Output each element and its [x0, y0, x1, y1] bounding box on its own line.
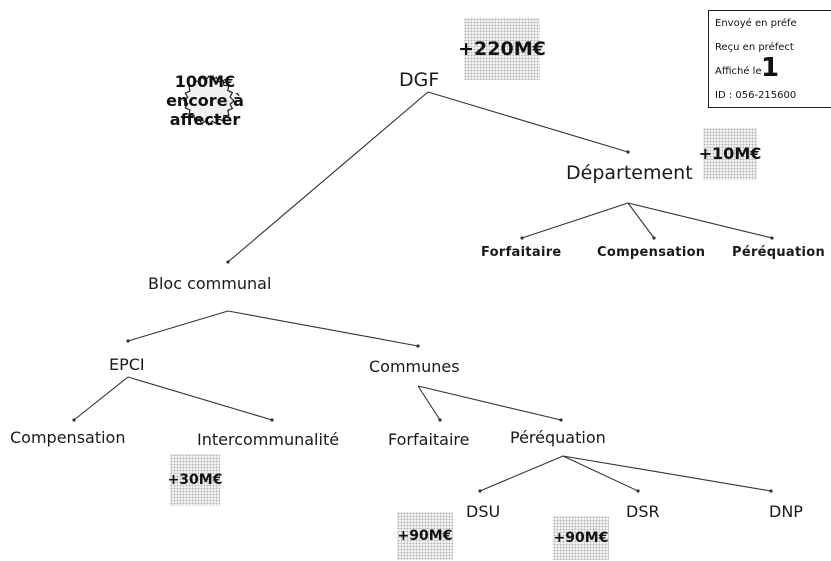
node-epci: EPCI — [109, 355, 145, 374]
amount-dgf: +220M€ — [458, 18, 546, 80]
node-departement: Département — [566, 162, 693, 184]
stamp-date-value: 1 — [761, 53, 780, 83]
edge-bloc-communes — [227, 310, 419, 347]
node-intercommunalite: Intercommunalité — [197, 430, 340, 449]
node-dep-forfaitaire: Forfaitaire — [481, 245, 562, 260]
stamp-line-3: Affiché le — [715, 66, 762, 77]
stamp-line-2: Reçu en préfect — [715, 42, 794, 53]
edge-dgf-bloc — [227, 91, 429, 263]
node-bloc-communal: Bloc communal — [148, 274, 272, 293]
stamp-line-4: ID : 056-215600 — [715, 90, 797, 101]
amount-dsr: +90M€ — [553, 516, 609, 560]
edge-pereq-dnp — [562, 455, 772, 492]
badge-line-1: 100M€ — [174, 72, 236, 91]
node-dsu: DSU — [466, 502, 501, 521]
node-epci-compensation: Compensation — [10, 428, 126, 447]
node-dsr: DSR — [626, 502, 660, 521]
node-communes-forfaitaire: Forfaitaire — [388, 430, 470, 449]
amount-dsu: +90M€ — [397, 512, 453, 560]
edge-bloc-epci — [127, 310, 229, 342]
node-dep-compensation: Compensation — [597, 245, 706, 260]
amount-intercommunalite: +30M€ — [168, 454, 222, 506]
edge-epci-intercommunalite — [127, 376, 273, 421]
edge-dep-forfaitaire — [521, 202, 629, 239]
edge-communes-forfaitaire — [417, 385, 441, 421]
remaining-budget-badge: 100M€ encore à affecter — [149, 72, 261, 129]
node-communes: Communes — [369, 357, 460, 376]
edge-pereq-dsu — [479, 455, 564, 492]
starburst-badge-shape — [182, 75, 235, 126]
node-dgf: DGF — [399, 69, 440, 91]
node-dnp: DNP — [769, 502, 803, 521]
node-dep-perequation: Péréquation — [732, 245, 826, 260]
prefecture-stamp: Envoyé en préfe Reçu en préfect Affiché … — [708, 10, 831, 108]
edge-dep-compensation — [627, 202, 655, 239]
edge-communes-perequation — [417, 385, 562, 421]
edge-epci-compensation — [73, 376, 129, 421]
amount-departement: +10M€ — [699, 128, 761, 180]
edge-pereq-dsr — [562, 455, 639, 492]
node-communes-perequation: Péréquation — [510, 428, 606, 447]
edge-dep-perequation — [627, 202, 773, 239]
badge-line-3: affecter — [169, 110, 241, 129]
edge-dgf-departement — [427, 91, 629, 153]
stamp-line-1: Envoyé en préfe — [715, 18, 797, 29]
badge-line-2: encore à — [166, 91, 244, 110]
